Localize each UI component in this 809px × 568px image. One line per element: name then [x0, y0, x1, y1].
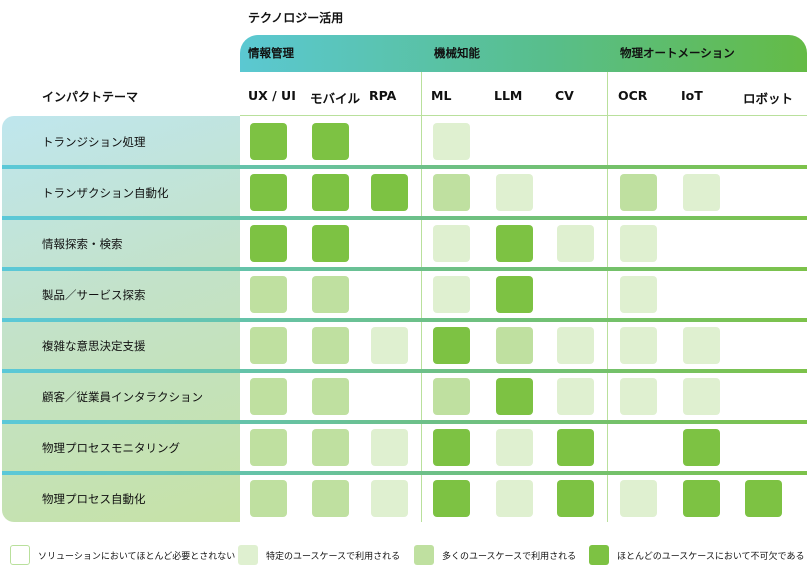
row-separator — [2, 318, 807, 322]
cell-level-3 — [557, 480, 594, 517]
column-header: LLM — [494, 88, 523, 103]
cell-level-1 — [683, 174, 720, 211]
column-header: UX / UI — [248, 88, 296, 103]
row-header: インパクトテーマ — [42, 90, 139, 104]
cell-level-2 — [312, 480, 349, 517]
cell-level-1 — [683, 378, 720, 415]
cell-level-2 — [250, 276, 287, 313]
cell-level-2 — [433, 174, 470, 211]
cell-level-2 — [312, 327, 349, 364]
cell-level-1 — [557, 378, 594, 415]
cell-level-3 — [433, 480, 470, 517]
group-header-band — [240, 35, 807, 72]
cell-level-2 — [620, 174, 657, 211]
cell-level-3 — [683, 429, 720, 466]
cell-level-2 — [250, 327, 287, 364]
row-separator — [2, 267, 807, 271]
column-header: IoT — [681, 88, 703, 103]
cell-level-3 — [496, 225, 533, 262]
cell-level-3 — [683, 480, 720, 517]
group-divider — [607, 72, 608, 522]
column-header: ロボット — [743, 91, 794, 106]
column-header: OCR — [618, 88, 648, 103]
cell-level-1 — [433, 276, 470, 313]
cell-level-3 — [312, 225, 349, 262]
column-header: CV — [555, 88, 574, 103]
cell-level-2 — [496, 327, 533, 364]
legend-label: 特定のユースケースで利用される — [266, 551, 401, 562]
cell-level-2 — [250, 429, 287, 466]
cell-level-3 — [250, 225, 287, 262]
cell-level-1 — [557, 327, 594, 364]
cell-level-3 — [312, 123, 349, 160]
cell-level-1 — [371, 429, 408, 466]
cell-level-1 — [620, 276, 657, 313]
cell-level-1 — [371, 327, 408, 364]
cell-level-3 — [433, 429, 470, 466]
header-divider — [240, 115, 807, 116]
cell-level-3 — [433, 327, 470, 364]
row-separator — [2, 165, 807, 169]
cell-level-1 — [496, 429, 533, 466]
cell-level-1 — [557, 225, 594, 262]
legend-swatch — [238, 545, 258, 565]
cell-level-3 — [312, 174, 349, 211]
cell-level-1 — [620, 480, 657, 517]
cell-level-1 — [620, 327, 657, 364]
group-divider — [421, 72, 422, 522]
cell-level-3 — [745, 480, 782, 517]
cell-level-1 — [371, 480, 408, 517]
legend-swatch — [589, 545, 609, 565]
cell-level-3 — [496, 276, 533, 313]
cell-level-1 — [496, 174, 533, 211]
row-label: 物理プロセスモニタリング — [42, 441, 180, 455]
cell-level-2 — [312, 276, 349, 313]
legend-swatch — [414, 545, 434, 565]
group-physical-automation: 物理オートメーション — [620, 46, 735, 60]
legend-item: 特定のユースケースで利用される — [238, 545, 400, 565]
cell-level-2 — [433, 378, 470, 415]
column-header: ML — [431, 88, 452, 103]
legend-item: ソリューションにおいてほとんど必要とされない — [10, 545, 235, 565]
cell-level-2 — [250, 378, 287, 415]
row-label: 複雑な意思決定支援 — [42, 339, 146, 353]
legend-label: ほとんどのユースケースにおいて不可欠である — [617, 551, 805, 562]
row-label: トランザクション自動化 — [42, 186, 169, 200]
legend-label: ソリューションにおいてほとんど必要とされない — [38, 551, 236, 562]
row-label: 製品／サービス探索 — [42, 288, 146, 302]
cell-level-3 — [250, 174, 287, 211]
cell-level-1 — [620, 225, 657, 262]
column-header: RPA — [369, 88, 397, 103]
row-label: 物理プロセス自動化 — [42, 492, 146, 506]
cell-level-3 — [496, 378, 533, 415]
row-separator — [2, 420, 807, 424]
column-header: モバイル — [310, 91, 361, 106]
legend-item: 多くのユースケースで利用される — [414, 545, 576, 565]
row-separator — [2, 471, 807, 475]
row-separator — [2, 369, 807, 373]
legend-item: ほとんどのユースケースにおいて不可欠である — [589, 545, 804, 565]
cell-level-1 — [620, 378, 657, 415]
group-info-management: 情報管理 — [248, 46, 294, 60]
legend-swatch — [10, 545, 30, 565]
chart-title: テクノロジー活用 — [248, 11, 344, 25]
group-machine-intelligence: 機械知能 — [434, 46, 480, 60]
row-separator — [2, 216, 807, 220]
cell-level-1 — [683, 327, 720, 364]
cell-level-2 — [312, 429, 349, 466]
row-label: 顧客／従業員インタラクション — [42, 390, 203, 404]
row-label: 情報探索・検索 — [42, 237, 123, 251]
cell-level-3 — [371, 174, 408, 211]
legend-label: 多くのユースケースで利用される — [442, 551, 577, 562]
cell-level-2 — [250, 480, 287, 517]
cell-level-3 — [250, 123, 287, 160]
cell-level-1 — [496, 480, 533, 517]
cell-level-1 — [433, 225, 470, 262]
cell-level-1 — [433, 123, 470, 160]
cell-level-2 — [312, 378, 349, 415]
cell-level-3 — [557, 429, 594, 466]
row-label: トランジション処理 — [42, 135, 146, 149]
